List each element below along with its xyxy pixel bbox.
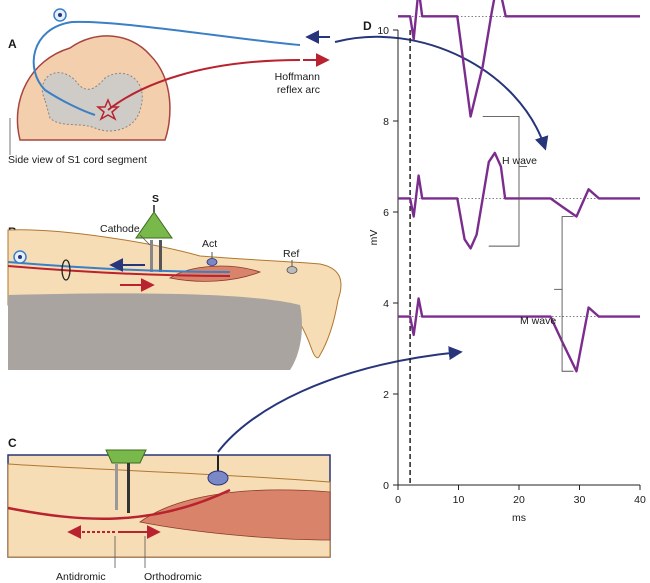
- y-tick-label: 0: [383, 480, 389, 492]
- antidromic-label: Antidromic: [56, 571, 106, 583]
- panel-a-letter: A: [8, 37, 17, 51]
- cord-caption: Side view of S1 cord segment: [8, 154, 147, 166]
- trace-0: [398, 0, 640, 118]
- x-axis-label: ms: [512, 512, 526, 524]
- reference-electrode-icon: [286, 266, 298, 274]
- x-tick-label: 30: [574, 494, 586, 506]
- trace-2: [398, 297, 640, 373]
- recording-electrode-c-icon: [207, 470, 229, 486]
- x-tick-label: 20: [513, 494, 525, 506]
- motor-efferent: [107, 59, 301, 111]
- motor-neuron-icon: [95, 98, 121, 121]
- active-electrode-icon: [206, 258, 218, 266]
- dorsal-root-ganglion-icon: [53, 8, 67, 22]
- muscle-c: [139, 489, 331, 541]
- y-tick-label: 4: [383, 298, 389, 310]
- active-label: Act: [202, 238, 217, 250]
- m-wave-link-arrow: [217, 346, 463, 453]
- stim-cathode-rod: [150, 240, 153, 272]
- motor-axon-c: [7, 488, 231, 521]
- stim-label: S: [152, 193, 159, 205]
- y-tick-label: 2: [383, 389, 389, 401]
- panel-c-letter: C: [8, 436, 17, 450]
- panel-b: B S Cathode Act Ref: [7, 193, 342, 370]
- y-tick-label: 6: [383, 207, 389, 219]
- h-wave-label: H wave: [502, 155, 537, 167]
- x-tick-label: 10: [453, 494, 465, 506]
- trace-1: [398, 151, 640, 250]
- panel-d: D 2 4 6 8 10 00 10 20 30 40 ms mV H wave M wave: [363, 0, 646, 524]
- x-tick-label: 0: [395, 494, 401, 506]
- cathode-label: Cathode: [100, 223, 140, 235]
- y-tick-label: 8: [383, 116, 389, 128]
- h-wave-bracket: [561, 216, 574, 372]
- stimulator-c-icon: [105, 449, 147, 464]
- sensory-afferent: [32, 20, 301, 116]
- tibial-nerve-motor: [7, 265, 231, 277]
- table-surface: [8, 293, 302, 370]
- arc-label-line1: Hoffmann: [275, 71, 320, 83]
- panel-c: C Antidromic Orthodromic: [7, 346, 463, 583]
- m-wave-bracket: [482, 116, 520, 247]
- y-axis-label: mV: [368, 230, 380, 246]
- anode-c-rod: [127, 463, 130, 513]
- nerve-ring-icon: [61, 259, 71, 281]
- m-wave-label: M wave: [520, 315, 556, 327]
- cathode-leader: [139, 234, 151, 246]
- ems-chart: 2 4 6 8 10 00 10 20 30 40 ms mV: [368, 0, 646, 524]
- orthodromic-label: Orthodromic: [144, 571, 202, 583]
- panel-a: A Hoffmann reflex arc Side view of S1 co…: [8, 8, 330, 166]
- cathode-c-rod: [115, 463, 118, 510]
- stim-anode-rod: [159, 240, 162, 272]
- ganglion-b-icon: [13, 250, 27, 264]
- stimulator-icon: [135, 211, 173, 239]
- reference-label: Ref: [283, 248, 299, 260]
- x-tick-label: 40: [634, 494, 646, 506]
- y-tick-label: 10: [377, 25, 389, 37]
- muscle-belly: [168, 265, 262, 282]
- panel-d-letter: D: [363, 19, 372, 33]
- gray-matter: [41, 72, 143, 132]
- arc-label-line2: reflex arc: [277, 84, 320, 96]
- h-wave-link-arrow: [334, 35, 549, 151]
